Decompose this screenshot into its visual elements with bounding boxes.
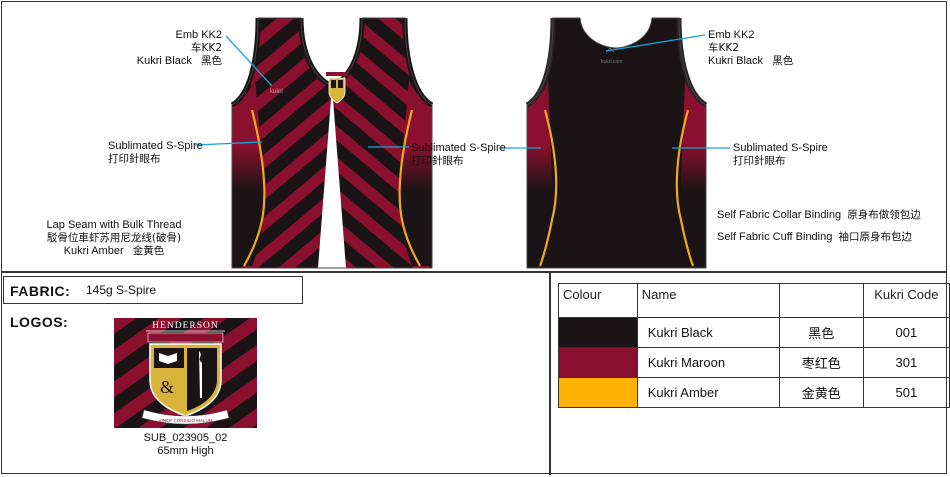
svg-text:kukri.com: kukri.com	[601, 59, 622, 65]
colour-code: 001	[862, 317, 950, 348]
front-vest: kukri	[230, 17, 434, 269]
front-sublimated-note: Sublimated S-Spire 打印針眼布	[108, 140, 203, 166]
emb-label: Emb KK2	[175, 29, 222, 41]
logo-code: SUB_023905_02	[143, 432, 228, 444]
back-sublimated-label-zh: 打印針眼布	[733, 155, 786, 167]
colour-name: Kukri Black	[636, 317, 780, 348]
swatch-amber	[558, 377, 638, 408]
back-emb-colour: Kukri Black 黑色	[708, 55, 794, 67]
colour-name-zh: 枣红色	[778, 347, 864, 378]
svg-text:kukri: kukri	[270, 89, 283, 95]
sublimated-side-label-zh: 打印針眼布	[411, 155, 464, 167]
header-name: Name	[636, 283, 780, 318]
back-sublimated-label: Sublimated S-Spire	[733, 142, 828, 154]
back-emb-note: Emb KK2 车KK2 Kukri Black 黑色	[708, 29, 793, 68]
fabric-box	[3, 276, 303, 304]
fabric-value: 145g S-Spire	[86, 283, 157, 297]
column-divider	[549, 272, 551, 475]
table-row: Kukri Maroon 枣红色 301	[558, 347, 950, 378]
lap-seam-label-zh: 駁骨位車虾苏用尼龙线(破骨)	[46, 232, 182, 244]
sublimated-label-zh: 打印針眼布	[108, 153, 161, 165]
back-sublimated-note: Sublimated S-Spire 打印針眼布	[733, 142, 828, 168]
colour-code: 501	[862, 377, 950, 408]
logos-label: LOGOS:	[10, 314, 69, 330]
table-row: Kukri Black 黑色 001	[558, 317, 950, 348]
colour-table-header: Colour Name Kukri Code	[558, 283, 950, 318]
header-colour: Colour	[558, 283, 638, 318]
lap-seam-note: Lap Seam with Bulk Thread 駁骨位車虾苏用尼龙线(破骨)…	[24, 219, 204, 258]
collar-binding-note: Self Fabric Collar Binding 原身布做领包边	[717, 209, 921, 221]
colour-table: Colour Name Kukri Code Kukri Black 黑色 00…	[558, 283, 950, 408]
lap-seam-colour: Kukri Amber 金黄色	[63, 245, 165, 257]
header-blank	[778, 283, 864, 318]
emb-colour: Kukri Black 黑色	[136, 55, 222, 67]
table-row: Kukri Amber 金黄色 501	[558, 377, 950, 408]
colour-name: Kukri Amber	[636, 377, 780, 408]
colour-name-zh: 黑色	[778, 317, 864, 348]
section-divider	[1, 271, 947, 273]
fabric-label: FABRIC:	[10, 283, 71, 299]
logo-size: 65mm High	[157, 445, 214, 457]
logo-caption: SUB_023905_02 65mm High	[114, 432, 257, 458]
sublimated-label: Sublimated S-Spire	[108, 140, 203, 152]
logo-school-name: HENDERSON	[152, 321, 219, 331]
colour-code: 301	[862, 347, 950, 378]
front-emb-note: Emb KK2 车KK2 Kukri Black 黑色	[120, 29, 222, 68]
sublimated-side-label: Sublimated S-Spire	[411, 142, 506, 154]
logo-motto: VINCE CONSILIO MALUM	[158, 418, 212, 423]
back-emb-label-zh: 车KK2	[708, 42, 739, 54]
emb-label-zh: 车KK2	[191, 42, 222, 54]
garment-illustrations: kukri kukri.com	[194, 17, 730, 269]
swatch-maroon	[558, 347, 638, 378]
front-sublimated-side-note: Sublimated S-Spire 打印針眼布	[411, 142, 506, 168]
colour-name-zh: 金黄色	[778, 377, 864, 408]
svg-text:&: &	[160, 377, 174, 397]
cuff-binding-note: Self Fabric Cuff Binding 袖口原身布包边	[717, 231, 912, 243]
leader-lines	[194, 34, 730, 149]
school-crest-logo: HENDERSON & VINCE CONSILIO MALUM	[114, 318, 257, 428]
swatch-black	[558, 317, 638, 348]
lap-seam-label: Lap Seam with Bulk Thread	[46, 219, 182, 231]
binding-notes: Self Fabric Collar Binding 原身布做领包边 Self …	[717, 209, 921, 244]
back-emb-label: Emb KK2	[708, 29, 755, 41]
header-code: Kukri Code	[862, 283, 950, 318]
back-vest: kukri.com	[525, 17, 708, 269]
colour-name: Kukri Maroon	[636, 347, 780, 378]
